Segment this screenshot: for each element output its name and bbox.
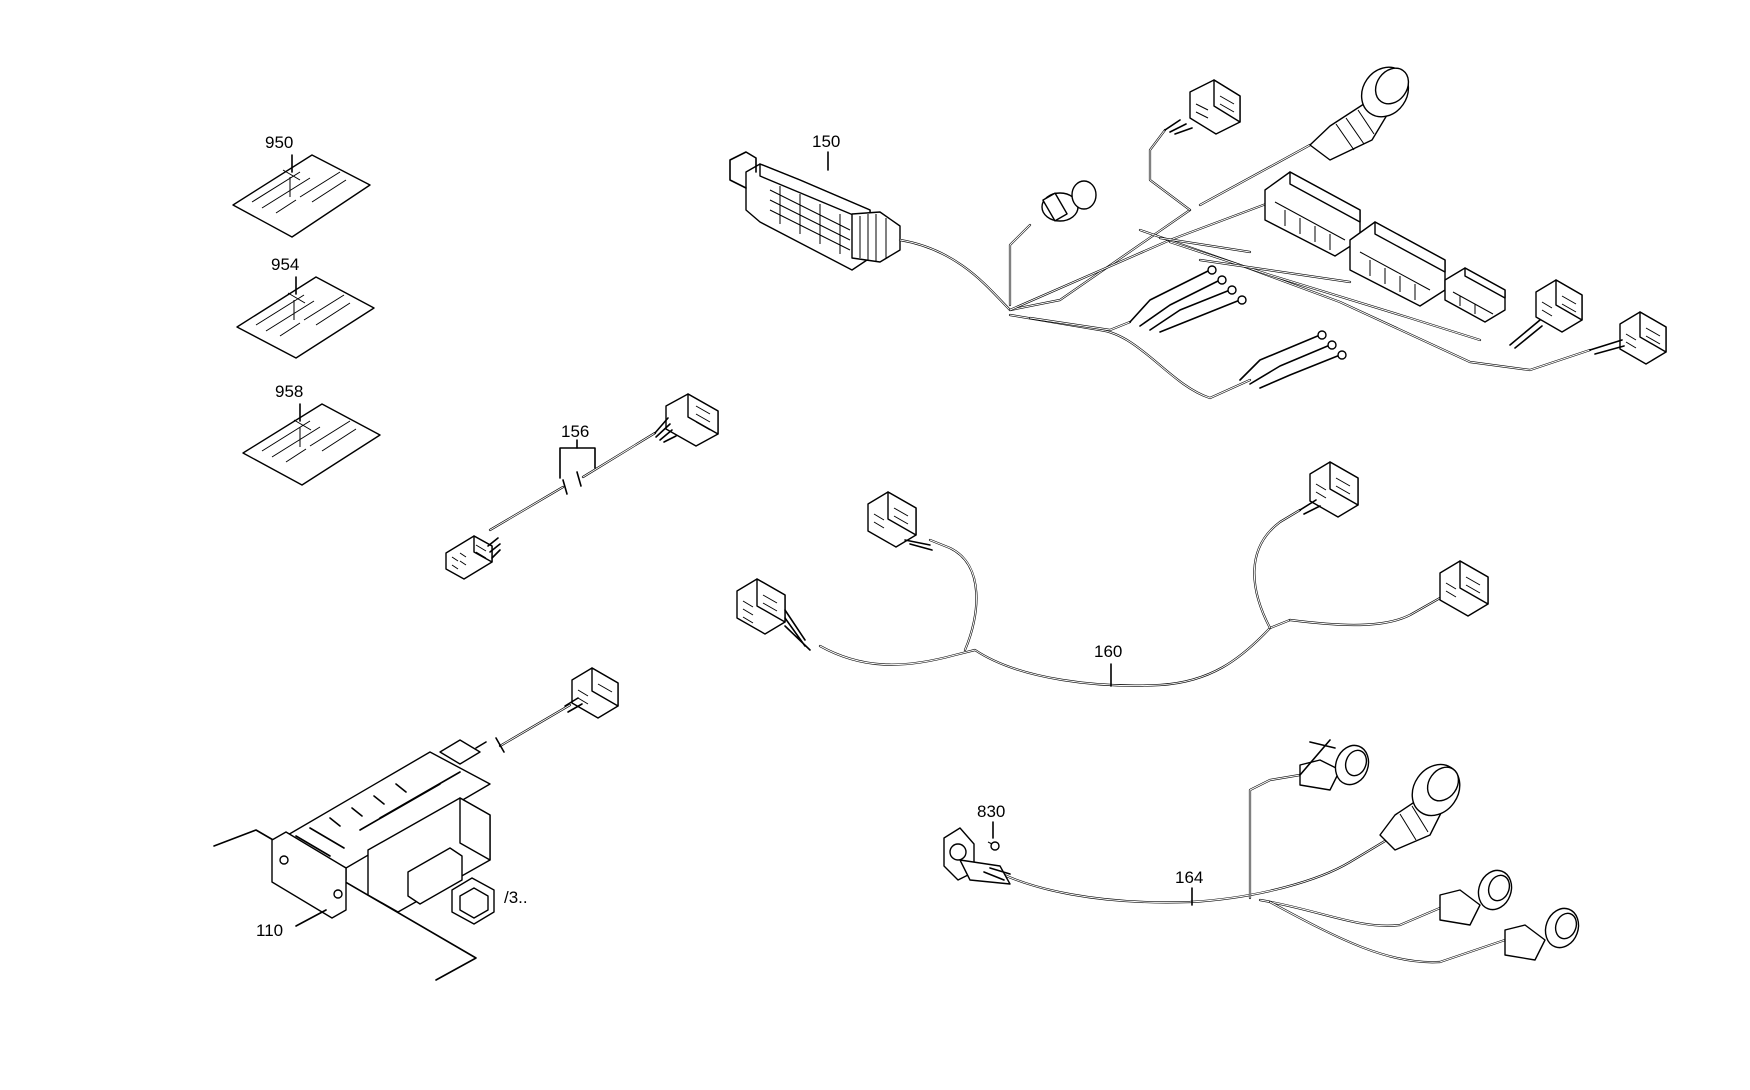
label-164: 164 xyxy=(1175,868,1203,887)
label-830: 830 xyxy=(977,802,1005,821)
control-unit-110 xyxy=(213,667,619,981)
label-160: 160 xyxy=(1094,642,1122,661)
label-ref-3: /3.. xyxy=(504,888,528,907)
sheet-958 xyxy=(242,403,381,486)
label-954: 954 xyxy=(271,255,299,274)
harness-160 xyxy=(736,461,1489,687)
harness-164 xyxy=(943,739,1580,964)
sheet-954 xyxy=(236,276,375,359)
harness-150 xyxy=(729,66,1667,400)
sheet-950 xyxy=(232,154,371,238)
label-958: 958 xyxy=(275,382,303,401)
cable-156 xyxy=(445,393,719,580)
leader-110 xyxy=(295,909,327,927)
label-110: 110 xyxy=(256,921,283,940)
label-150: 150 xyxy=(812,132,840,151)
label-950: 950 xyxy=(265,133,293,152)
label-156: 156 xyxy=(561,422,589,441)
